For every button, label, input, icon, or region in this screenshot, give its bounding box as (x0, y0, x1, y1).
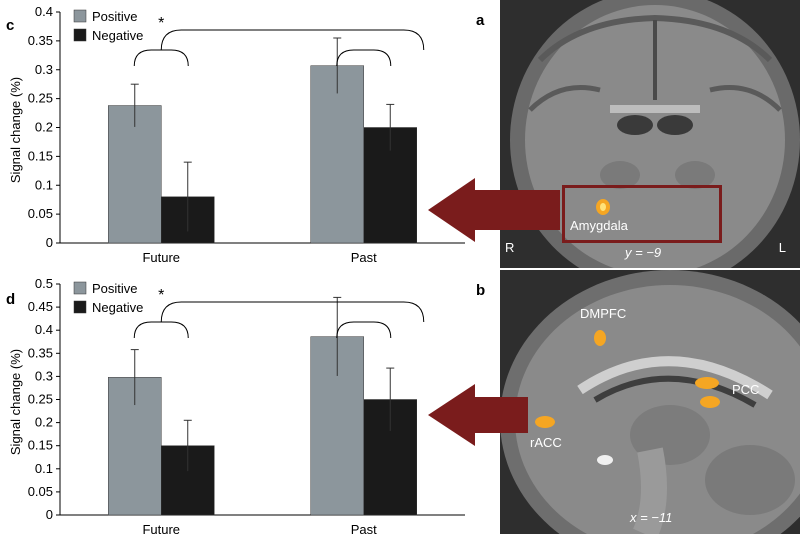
region-label-racc: rACC (530, 435, 562, 450)
y-tick-label: 0 (46, 507, 53, 522)
side-label-left: L (778, 240, 786, 255)
y-tick-label: 0.4 (35, 4, 53, 19)
y-tick-label: 0.25 (28, 91, 53, 106)
y-tick-label: 0.5 (35, 276, 53, 291)
slice-coordinate: y = −9 (625, 245, 662, 260)
chart-c-signal-change: c Signal change (%) 0 0.05 0.1 0.15 0.2 0.25 0… (6, 4, 465, 265)
panel-label-d: d (6, 291, 15, 308)
bracket-connector (160, 301, 425, 323)
sagittal-slice-drawing (500, 270, 800, 544)
y-tick-label: 0.4 (35, 322, 53, 337)
legend-label-negative: Negative (92, 28, 143, 43)
brain-image-sagittal: b DMPFC PCC rACC x = −11 (476, 270, 800, 544)
panel-label-a: a (476, 12, 485, 29)
significance-marker: * (158, 287, 164, 304)
legend-swatch-positive (73, 281, 87, 295)
activation-blob (535, 416, 555, 428)
y-tick-label: 0.05 (28, 484, 53, 499)
bracket-past (336, 321, 392, 339)
x-tick-label: Past (351, 522, 377, 537)
x-tick-label: Future (142, 250, 180, 265)
legend-label-positive: Positive (92, 9, 138, 24)
panel-label-b: b (476, 282, 486, 299)
y-tick-label: 0.45 (28, 299, 53, 314)
region-label-dmpfc: DMPFC (580, 306, 627, 321)
y-tick-label: 0.15 (28, 438, 53, 453)
bar-positive-past (310, 65, 364, 244)
significance-marker: * (158, 15, 164, 32)
y-tick-label: 0.25 (28, 392, 53, 407)
y-tick-label: 0.15 (28, 148, 53, 163)
x-tick-label: Future (142, 522, 180, 537)
y-tick-label: 0.05 (28, 206, 53, 221)
y-tick-label: 0.1 (35, 461, 53, 476)
bar-positive-future (108, 105, 162, 244)
slice-coordinate: x = −11 (630, 510, 673, 525)
legend-swatch-positive (73, 9, 87, 23)
y-tick-label: 0.2 (35, 415, 53, 430)
region-label-pcc: PCC (732, 382, 760, 397)
chart-d-signal-change: d Signal change (%) 0 0.05 0.1 0.15 0.2 0.25 0… (6, 276, 465, 537)
legend-swatch-negative (73, 300, 87, 314)
brain-image-coronal: a Amygdala R L y = −9 (476, 0, 800, 290)
y-tick-label: 0 (46, 235, 53, 250)
x-tick-label: Past (351, 250, 377, 265)
side-label-right: R (505, 240, 515, 255)
activation-blob (594, 330, 606, 346)
region-label-amygdala: Amygdala (570, 218, 628, 233)
activation-blob (700, 396, 720, 408)
y-tick-label: 0.35 (28, 345, 53, 360)
activation-blob (695, 377, 719, 389)
bracket-future (133, 321, 189, 339)
legend-label-positive: Positive (92, 281, 138, 296)
bracket-past (336, 49, 392, 67)
bracket-future (133, 49, 189, 67)
y-axis-label: Signal change (%) (8, 349, 23, 455)
y-tick-label: 0.3 (35, 368, 53, 383)
panel-label-c: c (6, 17, 14, 34)
y-tick-label: 0.3 (35, 62, 53, 77)
y-tick-label: 0.35 (28, 33, 53, 48)
y-tick-label: 0.1 (35, 177, 53, 192)
y-tick-label: 0.2 (35, 120, 53, 135)
highlight-box (562, 185, 722, 243)
bracket-connector (160, 29, 425, 51)
y-axis-label: Signal change (%) (8, 77, 23, 183)
legend-label-negative: Negative (92, 300, 143, 315)
legend-swatch-negative (73, 28, 87, 42)
